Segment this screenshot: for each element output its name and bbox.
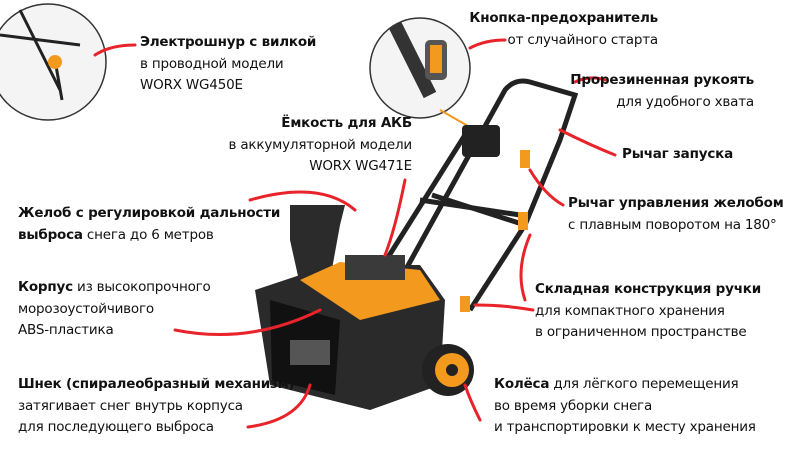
callout-text: для лёгкого перемещения (549, 376, 739, 392)
callout-battery: Ёмкость для АКБ в аккумуляторной модели … (228, 113, 413, 178)
callout-chute: Желоб с регулировкой дальности выброса с… (18, 203, 280, 246)
wheel (422, 344, 474, 396)
callout-text: для последующего выброса (18, 419, 214, 435)
callout-wheels: Колёса для лёгкого перемещения во время … (494, 374, 756, 439)
callout-auger: Шнек (спиралеобразный механизм) затягива… (18, 374, 295, 439)
callout-title: Прорезиненная рукоять (570, 72, 754, 88)
callout-text: во время уборки снега (494, 397, 653, 414)
chute-lever (518, 212, 528, 230)
callout-title: Колёса (494, 376, 550, 392)
callout-text: WORX WG450E (140, 77, 243, 93)
callout-cord: Электрошнур с вилкой в проводной модели … (140, 32, 316, 97)
callout-text: морозоустойчивого (18, 300, 154, 317)
callout-text: затягивает снег внутрь корпуса (18, 397, 243, 414)
arrow-chute-lever (528, 168, 565, 207)
callout-text: для удобного хвата (616, 93, 754, 110)
callout-text: в ограниченном пространстве (535, 324, 747, 340)
callout-start: Рычаг запуска (622, 144, 733, 166)
arrow-chute (248, 190, 357, 212)
safety-button-inset (369, 17, 476, 131)
callout-text: в аккумуляторной модели (228, 136, 413, 153)
callout-grip: Прорезиненная рукоять для удобного хвата (570, 70, 754, 113)
arrow-folding (519, 233, 532, 302)
arrow-housing (173, 308, 322, 336)
callout-title: Ёмкость для АКБ (281, 115, 412, 131)
callout-safety: Кнопка-предохранитель от случайного стар… (469, 8, 658, 51)
callout-text: с плавным поворотом на 180° (568, 216, 777, 233)
callout-text: ABS-пластика (18, 322, 114, 338)
start-lever (520, 150, 530, 168)
callout-arrows (93, 38, 617, 429)
callout-title: Складная конструкция ручки (535, 281, 761, 297)
arrow-cord (93, 43, 137, 57)
cord-inset (0, 3, 107, 121)
callout-text: для компактного хранения (535, 302, 725, 319)
arrow-battery (383, 178, 407, 257)
callout-title: Рычаг запуска (622, 146, 733, 162)
arrow-auger (246, 383, 312, 429)
arrow-grip (573, 76, 607, 84)
arrow-safety (468, 38, 507, 50)
callout-folding: Складная конструкция ручки для компактно… (535, 279, 761, 344)
fold-knob (460, 296, 470, 312)
handle (377, 78, 579, 312)
callout-title: Шнек (спиралеобразный механизм) (18, 376, 295, 392)
callout-text: снега до 6 метров (82, 226, 214, 243)
arrow-start (558, 128, 617, 157)
callout-title: Желоб с регулировкой дальности (18, 205, 281, 221)
callout-title: Электрошнур с вилкой (140, 34, 317, 50)
arrow-wheels (463, 383, 482, 422)
arrow-folding-2 (473, 303, 535, 312)
switch-box (462, 125, 500, 157)
callout-title: Кнопка-предохранитель (469, 10, 658, 26)
callout-title: выброса (18, 226, 83, 243)
callout-text: из высокопрочного (72, 279, 211, 295)
callout-text: и транспортировки к месту хранения (494, 419, 756, 435)
callout-housing: Корпус из высокопрочного морозоустойчиво… (18, 277, 211, 342)
callout-text: от случайного старта (507, 31, 659, 48)
callout-title: Корпус (18, 279, 73, 295)
callout-chute-lever: Рычаг управления желобом с плавным повор… (568, 193, 784, 236)
callout-text: в проводной модели (140, 55, 284, 72)
callout-title: Рычаг управления желобом (568, 195, 784, 211)
callout-text: WORX WG471E (309, 158, 412, 174)
